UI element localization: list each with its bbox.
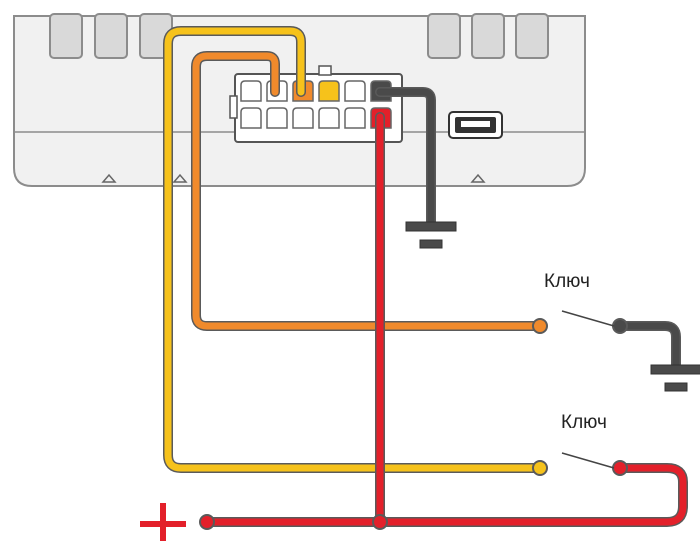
triangle-mark <box>172 173 188 183</box>
connector-pin <box>344 107 366 129</box>
key-label-top: Ключ <box>544 271 590 292</box>
junction-dot <box>372 514 388 530</box>
usb-port-icon <box>448 111 503 139</box>
gray-wire <box>376 88 435 226</box>
switch-blade <box>561 310 615 327</box>
junction-dot <box>612 318 628 334</box>
ground-icon-bar <box>650 364 700 375</box>
triangle-mark <box>470 173 486 183</box>
switch-blade <box>561 452 615 469</box>
ground-icon-bar <box>419 239 443 249</box>
device-tab <box>515 13 549 59</box>
junction-dot <box>612 460 628 476</box>
connector-pin <box>318 107 340 129</box>
connector-pin <box>266 107 288 129</box>
grounds <box>405 221 700 392</box>
orange-wire <box>192 52 544 330</box>
key-label-bottom: Ключ <box>561 412 607 433</box>
wires <box>163 26 688 530</box>
gray-wire-ground-outline <box>615 321 681 370</box>
triangle-mark <box>101 173 117 183</box>
device-tab <box>427 13 461 59</box>
gray-wire-ground <box>616 322 680 369</box>
ground-icon-bar <box>405 221 457 232</box>
device-tab <box>94 13 128 59</box>
connector-pin <box>292 107 314 129</box>
red-wire <box>203 113 687 526</box>
device-tab <box>49 13 83 59</box>
plus-icon <box>140 503 186 541</box>
yellow-wire <box>164 27 544 472</box>
connector-pin <box>240 107 262 129</box>
connector-pin <box>318 80 340 102</box>
device-tab <box>471 13 505 59</box>
switches <box>561 310 615 469</box>
connector-pin <box>344 80 366 102</box>
ground-icon-bar <box>664 382 688 392</box>
junction-dot <box>532 460 548 476</box>
connector-pin <box>240 80 262 102</box>
junction-dot <box>199 514 215 530</box>
junction-dot <box>532 318 548 334</box>
